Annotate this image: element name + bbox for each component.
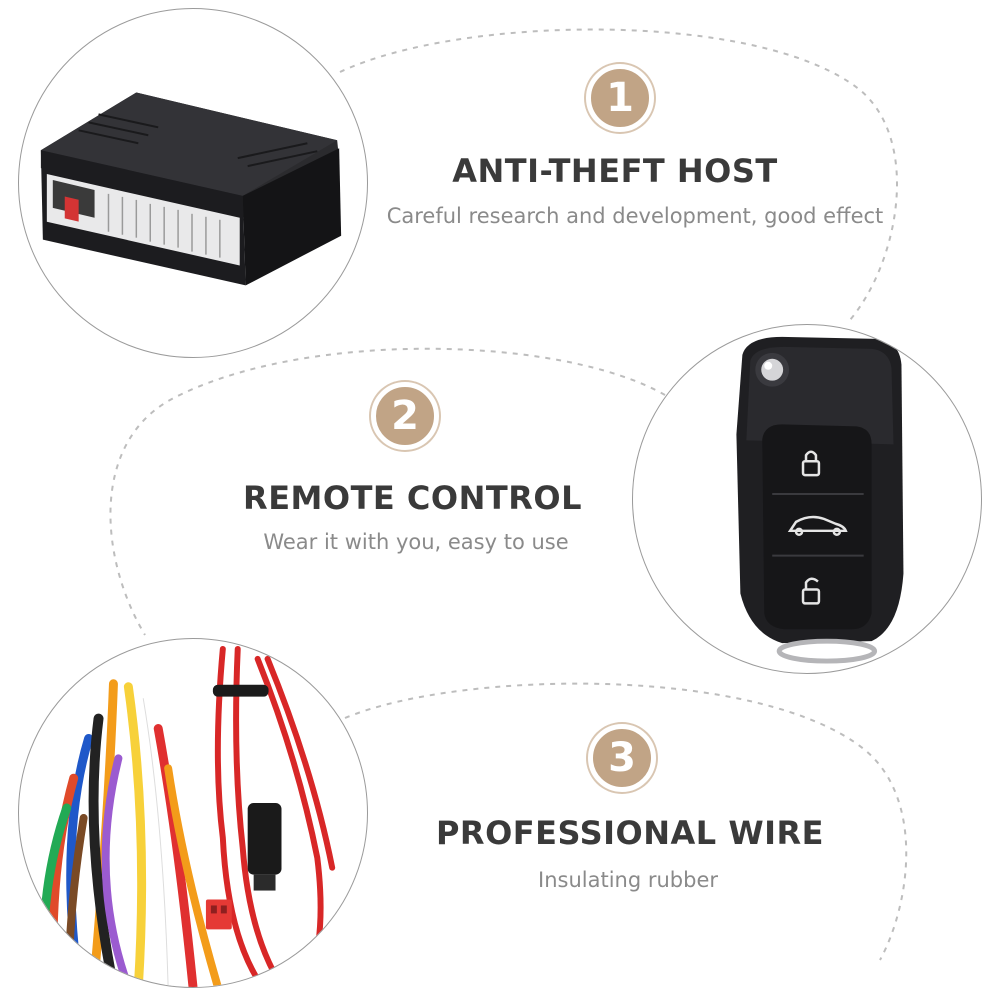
lock-icon bbox=[801, 450, 821, 477]
dashed-outline-2 bbox=[109, 347, 666, 636]
remote-control-photo bbox=[632, 324, 982, 674]
dashed-outline-3 bbox=[344, 682, 908, 961]
anti-theft-host-photo bbox=[18, 8, 368, 358]
step-number-badge-2: 2 bbox=[371, 382, 439, 450]
host-box-illustration bbox=[40, 92, 342, 286]
step-number-badge-1: 1 bbox=[586, 64, 654, 132]
feature-subtitle-anti-theft-host: Careful research and development, good e… bbox=[386, 204, 884, 228]
wire-harness-photo bbox=[18, 638, 368, 988]
step-number-badge-3: 3 bbox=[588, 724, 656, 792]
wire-harness-illustration bbox=[38, 645, 336, 987]
feature-title-anti-theft-host: ANTI-THEFT HOST bbox=[452, 152, 778, 190]
feature-subtitle-remote-control: Wear it with you, easy to use bbox=[263, 530, 569, 554]
unlock-icon bbox=[801, 577, 821, 605]
dashed-outline-1 bbox=[339, 28, 898, 321]
remote-key-illustration bbox=[736, 336, 904, 664]
feature-title-remote-control: REMOTE CONTROL bbox=[243, 479, 582, 517]
car-trunk-icon bbox=[787, 515, 848, 537]
feature-title-professional-wire: PROFESSIONAL WIRE bbox=[435, 814, 825, 852]
feature-subtitle-professional-wire: Insulating rubber bbox=[538, 868, 718, 892]
